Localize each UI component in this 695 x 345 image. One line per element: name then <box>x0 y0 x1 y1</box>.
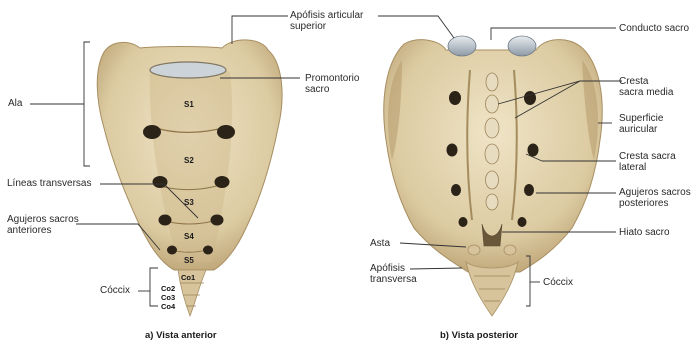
label-sacral-canal: Conducto sacro <box>619 23 689 34</box>
segment-s4: S4 <box>184 232 194 241</box>
caption-posterior: b) Vista posterior <box>440 330 518 341</box>
segment-co2: Co2 <box>161 284 175 293</box>
caption-anterior: a) Vista anterior <box>145 330 217 341</box>
posterior-foramen-3l <box>451 184 461 196</box>
anterior-foramen-4l <box>167 246 177 255</box>
label-transverse-lines: Líneas transversas <box>7 178 92 189</box>
segment-co4: Co4 <box>161 302 175 311</box>
posterior-foramen-1r <box>524 91 536 105</box>
posterior-foramen-4r <box>518 217 527 227</box>
label-transverse-process: Apófisis transversa <box>370 263 417 285</box>
label-horn: Asta <box>370 238 390 249</box>
superior-articular-cap-right <box>508 36 536 56</box>
posterior-foramen-2l <box>447 144 458 157</box>
segment-s1: S1 <box>184 100 194 109</box>
label-posterior-coccyx: Cóccix <box>543 277 573 288</box>
label-anterior-coccyx: Cóccix <box>100 285 130 296</box>
posterior-foramen-2r <box>528 144 539 157</box>
superior-articular-cap-left <box>448 36 476 56</box>
label-ala: Ala <box>8 98 22 109</box>
segment-co1: Co1 <box>181 273 195 282</box>
label-anterior-foramina: Agujeros sacros anteriores <box>7 214 79 236</box>
anterior-foramen-2l <box>153 176 168 188</box>
anterior-foramen-4r <box>203 246 213 255</box>
posterior-foramen-3r <box>524 184 534 196</box>
label-auricular-surface: Superficie auricular <box>619 113 663 135</box>
sacral-horn-left <box>468 245 480 255</box>
segment-co3: Co3 <box>161 293 175 302</box>
label-promontory: Promontorio sacro <box>305 73 359 95</box>
anterior-foramen-3l <box>159 215 172 226</box>
label-posterior-foramina: Agujeros sacros posteriores <box>619 187 691 209</box>
sacral-horn-right <box>504 245 516 255</box>
segment-s5: S5 <box>184 256 194 265</box>
segment-s2: S2 <box>184 156 194 165</box>
anterior-foramen-1r <box>217 125 235 139</box>
label-lateral-crest: Cresta sacra lateral <box>619 151 676 173</box>
label-median-crest: Cresta sacra media <box>619 76 673 98</box>
label-sacral-hiatus: Hiato sacro <box>619 227 670 238</box>
segment-s3: S3 <box>184 198 194 207</box>
label-superior-articular: Apófisis articular superior <box>290 10 363 32</box>
anterior-foramen-2r <box>215 176 230 188</box>
posterior-foramen-1l <box>449 91 461 105</box>
anterior-foramen-1l <box>143 125 161 139</box>
anterior-foramen-3r <box>211 215 224 226</box>
posterior-foramen-4l <box>459 217 468 227</box>
